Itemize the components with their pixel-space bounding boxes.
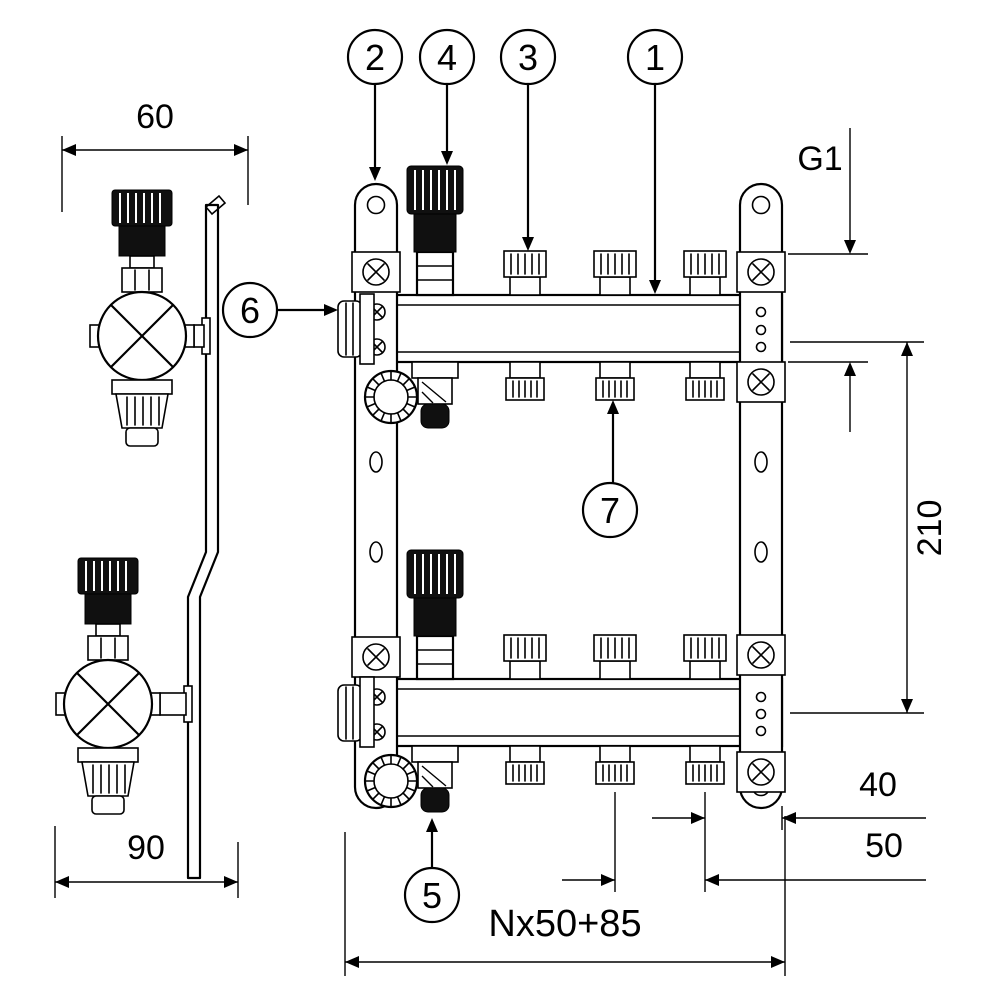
bracket-connector-top bbox=[193, 324, 205, 348]
callout-7: 7 bbox=[581, 400, 639, 539]
arrow-icon bbox=[782, 812, 796, 824]
callout-1-label: 1 bbox=[645, 37, 665, 78]
port-fitting bbox=[593, 634, 637, 680]
port-fitting bbox=[683, 250, 727, 296]
arrow-icon bbox=[705, 874, 719, 886]
mounting-bracket bbox=[159, 194, 227, 880]
rivet-hole bbox=[755, 691, 767, 703]
arrow-icon bbox=[844, 240, 856, 254]
dim-210: 210 bbox=[790, 341, 949, 714]
rivet-hole bbox=[755, 341, 767, 353]
arrow-icon bbox=[649, 280, 661, 294]
rivet-hole bbox=[755, 306, 767, 318]
callout-3: 3 bbox=[499, 28, 557, 251]
arrow-icon bbox=[426, 818, 438, 832]
slot-hole bbox=[754, 451, 768, 473]
rivet-hole bbox=[755, 725, 767, 737]
port-fitting bbox=[505, 361, 545, 401]
callout-5: 5 bbox=[403, 818, 461, 924]
callout-1: 1 bbox=[626, 28, 684, 294]
dim-g1-label: G1 bbox=[797, 140, 842, 178]
dim-60-label: 60 bbox=[136, 98, 174, 136]
supply-bar bbox=[370, 293, 784, 364]
rivet-hole bbox=[755, 324, 767, 336]
arrow-icon bbox=[324, 304, 338, 316]
arrow-icon bbox=[771, 956, 785, 968]
mount-hole bbox=[751, 195, 771, 215]
right-rail bbox=[736, 182, 786, 810]
arrow-icon bbox=[62, 144, 76, 156]
port-fitting bbox=[505, 745, 545, 785]
port-fitting bbox=[685, 745, 725, 785]
port-fitting bbox=[595, 361, 635, 401]
port-fitting bbox=[593, 250, 637, 296]
callout-2-label: 2 bbox=[365, 37, 385, 78]
dim-total-label: Nx50+85 bbox=[488, 903, 641, 945]
slot-hole bbox=[369, 541, 383, 563]
return-bar bbox=[370, 677, 784, 748]
dim-60: 60 bbox=[61, 98, 249, 212]
arrow-icon bbox=[607, 400, 619, 414]
dimensions: 60 90 G1 210 40 bbox=[54, 98, 949, 976]
air-vent-top bbox=[405, 164, 465, 297]
callout-4-label: 4 bbox=[437, 37, 457, 78]
port-fitting bbox=[503, 250, 547, 296]
valve-assembly-bottom bbox=[54, 556, 162, 816]
screw-icon bbox=[747, 758, 775, 786]
callout-3-label: 3 bbox=[518, 37, 538, 78]
bracket-connector-bottom bbox=[159, 692, 187, 716]
dim-90-label: 90 bbox=[127, 829, 165, 867]
end-cap-return bbox=[337, 676, 375, 748]
mount-hole bbox=[366, 195, 386, 215]
side-view bbox=[54, 188, 227, 880]
port-fitting bbox=[683, 634, 727, 680]
dim-90: 90 bbox=[54, 826, 239, 898]
rivet-hole bbox=[755, 708, 767, 720]
arrow-icon bbox=[522, 237, 534, 251]
dim-g1: G1 bbox=[788, 128, 868, 432]
slot-hole bbox=[369, 451, 383, 473]
arrow-icon bbox=[224, 876, 238, 888]
arrow-icon bbox=[901, 699, 913, 713]
arrow-icon bbox=[55, 876, 69, 888]
callout-6-label: 6 bbox=[240, 290, 260, 331]
air-vent-bottom bbox=[405, 548, 465, 681]
end-cap-supply bbox=[337, 293, 375, 365]
dim-210-label: 210 bbox=[911, 500, 949, 557]
screw-icon bbox=[362, 643, 390, 671]
arrow-icon bbox=[691, 812, 705, 824]
arrow-icon bbox=[234, 144, 248, 156]
slot-hole bbox=[754, 541, 768, 563]
screw-icon bbox=[747, 258, 775, 286]
callouts: 2 4 3 1 6 7 bbox=[221, 28, 684, 924]
arrow-icon bbox=[844, 362, 856, 376]
dim-40: 40 bbox=[652, 766, 926, 892]
dim-50: 50 bbox=[562, 792, 926, 892]
arrow-icon bbox=[441, 151, 453, 165]
port-fitting bbox=[503, 634, 547, 680]
port-fitting bbox=[595, 745, 635, 785]
callout-7-label: 7 bbox=[600, 490, 620, 531]
valve-assembly-top bbox=[88, 188, 196, 448]
screw-icon bbox=[362, 258, 390, 286]
dim-40-label: 40 bbox=[859, 766, 897, 804]
port-fitting bbox=[685, 361, 725, 401]
dim-total-length: Nx50+85 bbox=[344, 816, 786, 976]
dim-50-label: 50 bbox=[865, 827, 903, 865]
arrow-icon bbox=[345, 956, 359, 968]
screw-icon bbox=[747, 368, 775, 396]
arrow-icon bbox=[601, 874, 615, 886]
screw-icon bbox=[747, 641, 775, 669]
arrow-icon bbox=[369, 167, 381, 181]
callout-2: 2 bbox=[346, 28, 404, 181]
arrow-icon bbox=[901, 342, 913, 356]
callout-6: 6 bbox=[221, 281, 338, 339]
front-view bbox=[337, 164, 786, 812]
callout-4: 4 bbox=[418, 28, 476, 165]
callout-5-label: 5 bbox=[422, 875, 442, 916]
